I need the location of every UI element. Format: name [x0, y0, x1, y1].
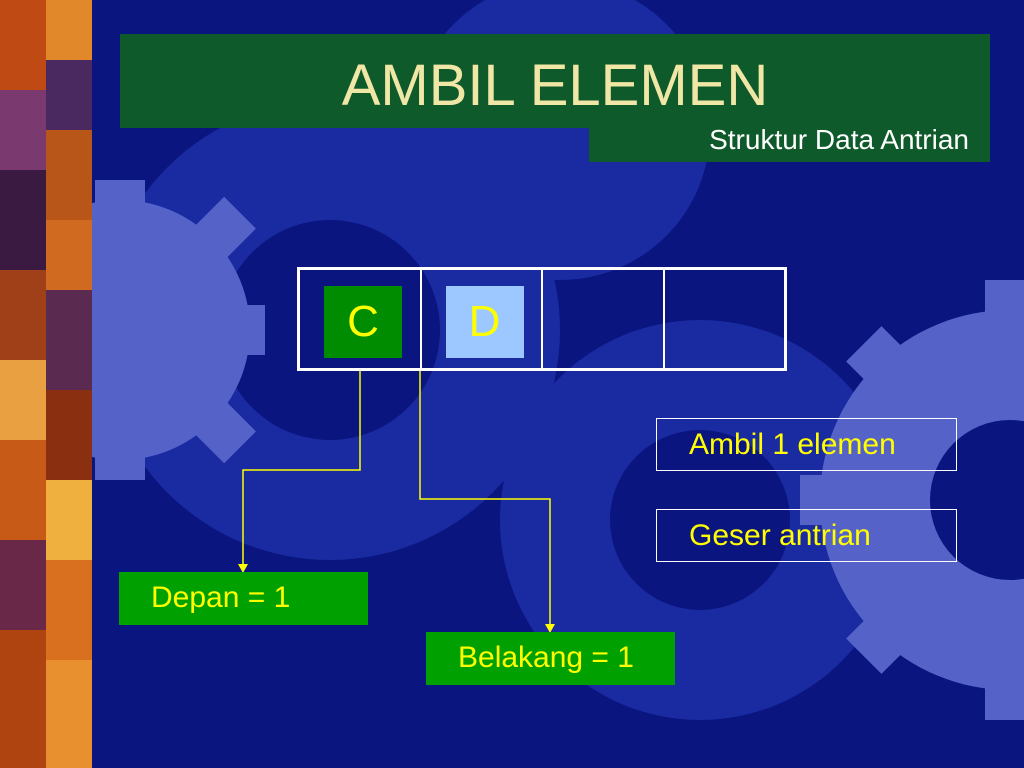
queue-item-d: D	[445, 286, 524, 358]
step-take-element-label: Ambil 1 elemen	[689, 428, 896, 461]
rear-pointer-box: Belakang = 1	[426, 632, 675, 685]
slide-title: AMBIL ELEMEN	[341, 53, 769, 118]
gear-right-icon	[800, 280, 1024, 720]
queue-item-c: C	[324, 286, 402, 358]
front-pointer-label: Depan = 1	[151, 581, 291, 614]
rear-pointer-line	[419, 371, 551, 626]
queue-cell-1: D	[422, 270, 543, 368]
rear-pointer-label: Belakang = 1	[458, 641, 634, 674]
title-bar	[120, 34, 990, 128]
slide-subtitle: Struktur Data Antrian	[709, 124, 969, 155]
queue-cell-2	[543, 270, 665, 368]
queue-array: C D	[297, 267, 787, 371]
front-pointer-box: Depan = 1	[119, 572, 368, 625]
front-pointer-line	[242, 371, 361, 566]
step-shift-queue: Geser antrian	[656, 509, 957, 562]
step-take-element: Ambil 1 elemen	[656, 418, 957, 471]
subtitle-bar	[589, 120, 990, 162]
front-pointer-arrow-icon	[238, 564, 248, 573]
step-shift-queue-label: Geser antrian	[689, 519, 871, 552]
queue-cell-0: C	[300, 270, 422, 368]
rear-pointer-arrow-icon	[545, 624, 555, 633]
decorative-mosaic-strip	[0, 0, 92, 768]
